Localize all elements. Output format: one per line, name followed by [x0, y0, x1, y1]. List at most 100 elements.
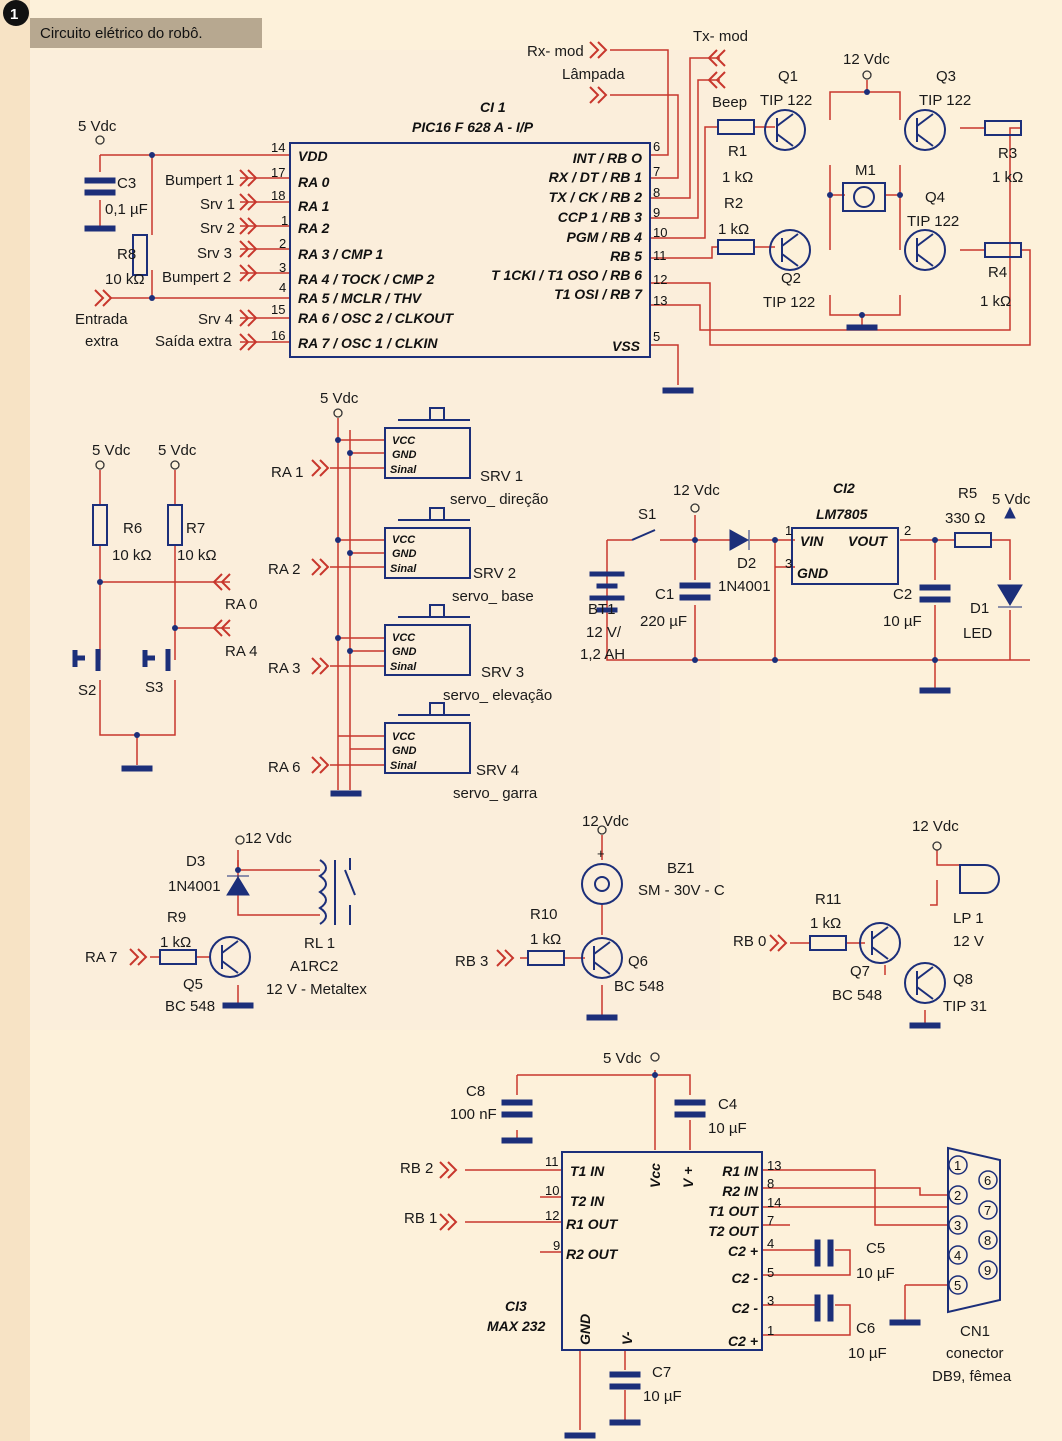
ground-icon [586, 1014, 618, 1021]
pin-name: T1 IN [570, 1163, 605, 1179]
terminal-icon [862, 70, 872, 80]
buzzer-center [594, 876, 610, 892]
r5-label: R5 [958, 485, 977, 502]
pin-number: 11 [545, 1154, 559, 1169]
pin-name: C2 + [728, 1333, 758, 1349]
servo-id: SRV 2 [473, 565, 516, 582]
capacitor-icon [814, 1239, 821, 1267]
ci1-part: PIC16 F 628 A - I/P [412, 119, 534, 135]
pin-name: T1 OUT [708, 1203, 759, 1219]
ground-icon [121, 765, 153, 772]
transistor-icon [764, 109, 806, 151]
r8-label: R8 [117, 246, 136, 263]
signal-arrow-icon [212, 619, 231, 637]
pin-number: 2 [279, 236, 286, 251]
resistor-icon [984, 120, 1022, 136]
d2-label: D2 [737, 555, 756, 572]
db9-pin-number: 4 [954, 1248, 961, 1263]
resistor-icon [132, 234, 148, 276]
signal-arrow-icon [311, 756, 330, 774]
capacitor-icon [84, 177, 116, 184]
led-icon [997, 584, 1023, 608]
q8-part: TIP 31 [943, 998, 987, 1015]
servo-id: SRV 1 [480, 468, 523, 485]
transistor-leads [776, 113, 794, 147]
pin-name: T2 OUT [708, 1223, 759, 1239]
pin-name: V- [619, 1331, 635, 1345]
transistor-leads [916, 966, 934, 1000]
pin-name: RA 5 / MCLR / THV [298, 290, 423, 306]
pin-name: RA 2 [298, 220, 330, 236]
pin-name: GND [577, 1314, 593, 1345]
battery-icon [589, 571, 625, 577]
db9-pin-number: 7 [984, 1203, 991, 1218]
wire [517, 1074, 691, 1095]
pin-name: RA 6 / OSC 2 / CLKOUT [298, 310, 455, 326]
m1-label: M1 [855, 162, 876, 179]
signal-label: Srv 2 [200, 220, 235, 237]
transistor-leads [871, 926, 889, 960]
rl1-label: RL 1 [304, 935, 335, 952]
q3-part: TIP 122 [919, 92, 971, 109]
servo-motor [384, 527, 471, 579]
junction-dot [897, 192, 903, 198]
diode-icon [729, 529, 750, 551]
pin-number: 9 [653, 205, 660, 220]
pin-number: 12 [653, 272, 667, 287]
c3-label: C3 [117, 175, 136, 192]
pin-name: R1 IN [722, 1163, 759, 1179]
db9-pin [948, 1245, 968, 1265]
vout-pin: VOUT [848, 533, 888, 549]
servo-1: RA 1 VCC GND Sinal SRV 1 servo_ direção [271, 435, 548, 508]
vcc-label: 5 Vdc [92, 442, 131, 459]
r4-value: 1 kΩ [980, 293, 1011, 310]
signal-arrow-icon [212, 573, 231, 591]
pin-number: 6 [653, 139, 660, 154]
terminal-icon [95, 460, 105, 470]
resistor-icon [159, 949, 197, 965]
c5-value: 10 µF [856, 1265, 895, 1282]
rb3-label: RB 3 [455, 953, 488, 970]
pin-vcc: VCC [392, 534, 416, 546]
c8-label: C8 [466, 1083, 485, 1100]
signal-arrow-icon [589, 86, 608, 104]
servo-name: servo_ base [452, 588, 534, 605]
beep-label: Beep [712, 94, 747, 111]
lp1-label: LP 1 [953, 910, 984, 927]
relay-section: 12 Vdc D3 1N4001 R9 1 kΩ RA 7 Q5 BC 548 … [85, 830, 367, 1015]
q4-label: Q4 [925, 189, 945, 206]
pin-number: 5 [653, 329, 660, 344]
vcc-label: 12 Vdc [245, 830, 292, 847]
signal-arrow-icon [769, 934, 788, 952]
signal-arrow-icon [496, 949, 515, 967]
signal-arrow-icon [439, 1213, 458, 1231]
s2-label: S2 [78, 682, 96, 699]
capacitor-icon [501, 1099, 533, 1106]
signal-arrow-icon [239, 217, 258, 235]
pin-number: 14 [767, 1195, 781, 1210]
pin-name: T 1CKI / T1 OSO / RB 6 [491, 267, 642, 283]
c2-label: C2 [893, 586, 912, 603]
servo-name: servo_ garra [453, 785, 538, 802]
vcc-label: 5 Vdc [158, 442, 197, 459]
pin-name: RX / DT / RB 1 [549, 169, 643, 185]
ground-icon [564, 1432, 596, 1439]
c1-label: C1 [655, 586, 674, 603]
transistor-icon [209, 936, 251, 978]
capacitor-icon [679, 582, 711, 589]
signal-arrow-icon [94, 289, 113, 307]
r1-label: R1 [728, 143, 747, 160]
servo-id: SRV 3 [481, 664, 524, 681]
bz1-part: SM - 30V - C [638, 882, 725, 899]
db9-pin-number: 5 [954, 1278, 961, 1293]
db9-pin [978, 1260, 998, 1280]
pin-name: PGM / RB 4 [567, 229, 643, 245]
q4-part: TIP 122 [907, 213, 959, 230]
c6-value: 10 µF [848, 1345, 887, 1362]
signal-arrow-icon [311, 558, 330, 576]
pin-number: 1 [785, 523, 792, 538]
q5-part: BC 548 [165, 998, 215, 1015]
pushbutton-icon [142, 649, 171, 671]
db9-pin [948, 1185, 968, 1205]
transistor-icon [769, 229, 811, 271]
